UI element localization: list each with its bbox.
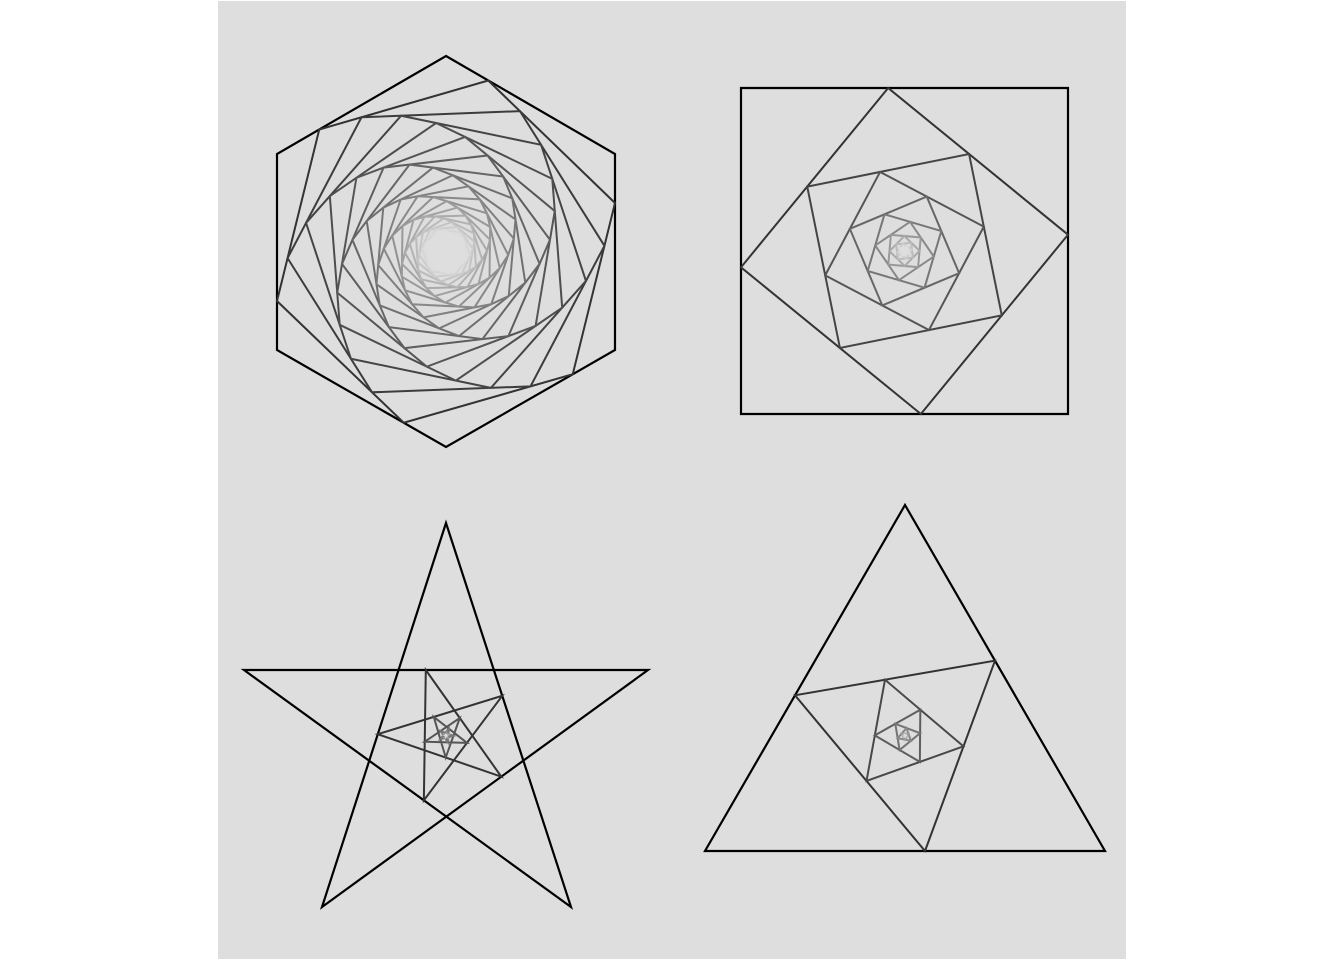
square-nested-layer bbox=[866, 213, 943, 289]
hexagon-nested-layer bbox=[424, 228, 468, 275]
hexagon-nested-layer bbox=[351, 163, 541, 341]
hexagon-nested-layer bbox=[377, 185, 515, 319]
hexagon-spiral bbox=[275, 54, 617, 449]
square-nested-layer bbox=[887, 233, 922, 269]
star-spiral bbox=[240, 519, 652, 910]
hexagon-nested-layer bbox=[416, 220, 476, 283]
square-nested-layer bbox=[873, 220, 936, 282]
square-nested-layer bbox=[888, 234, 921, 268]
square-nested-layer bbox=[895, 241, 914, 261]
triangle-nested-layer bbox=[872, 707, 922, 764]
triangle-spiral bbox=[703, 502, 1107, 853]
triangle-outer-outline bbox=[703, 502, 1107, 853]
pentagram-nested-layer bbox=[374, 666, 505, 804]
hexagon-nested-layer bbox=[328, 121, 564, 382]
hexagon-nested-layer bbox=[408, 215, 484, 289]
square-spiral bbox=[739, 86, 1070, 416]
hexagon-nested-layer bbox=[400, 199, 492, 304]
square-nested-layer bbox=[806, 152, 1003, 350]
triangle-nested-layer bbox=[903, 733, 908, 738]
square-outer-outline bbox=[739, 86, 1070, 416]
hexagon-nested-layer bbox=[382, 195, 510, 309]
hexagon-nested-layer bbox=[336, 135, 556, 368]
hexagon-nested-layer bbox=[275, 79, 617, 424]
pentagram-outer-outline bbox=[240, 519, 652, 910]
hexagon-nested-layer bbox=[286, 110, 606, 394]
hexagon-nested-layer bbox=[340, 154, 552, 350]
hexagon-nested-layer bbox=[391, 195, 501, 308]
hexagon-nested-layer bbox=[365, 166, 527, 338]
square-nested-layer bbox=[848, 195, 961, 307]
triangle-nested-layer bbox=[894, 722, 923, 752]
hexagon-outer-outline bbox=[275, 54, 617, 449]
hexagon-nested-layer bbox=[375, 174, 517, 330]
hexagon-nested-layer bbox=[417, 225, 475, 278]
square-nested-layer bbox=[739, 86, 1070, 416]
hexagon-nested-layer bbox=[304, 114, 588, 389]
hexagon-nested-layer bbox=[420, 228, 472, 276]
panel-background bbox=[218, 1, 1126, 959]
hexagon-nested-layer bbox=[400, 206, 492, 298]
hexagon-nested-layer bbox=[415, 217, 477, 287]
square-nested-layer bbox=[823, 170, 986, 332]
square-nested-layer bbox=[898, 244, 911, 258]
triangle-nested-layer bbox=[865, 677, 966, 783]
pentagram-nested-layer bbox=[421, 714, 470, 761]
hexagon-nested-layer bbox=[403, 214, 489, 290]
triangle-nested-layer bbox=[793, 659, 997, 853]
